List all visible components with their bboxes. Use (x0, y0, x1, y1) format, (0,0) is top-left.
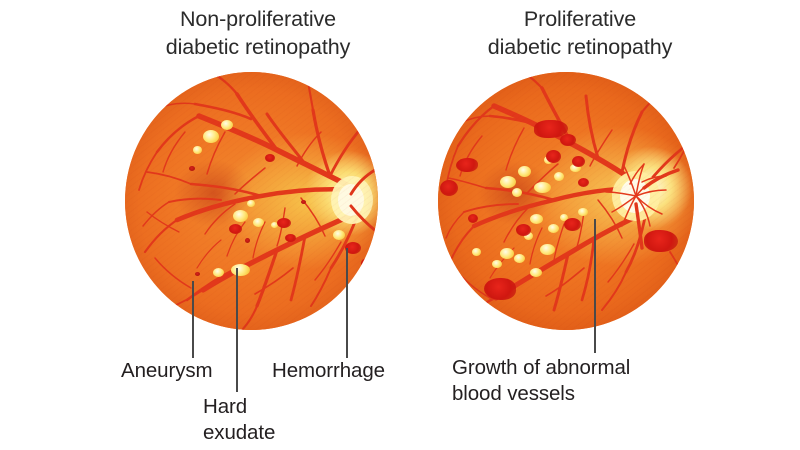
hemorrhage-blot (285, 234, 296, 242)
pointer-line-neovascular (594, 219, 596, 353)
hard-exudate-spot (253, 218, 264, 227)
hemorrhage-blot (361, 258, 374, 269)
hard-exudate-spot (492, 260, 502, 268)
hemorrhage-blot (456, 158, 478, 172)
hemorrhage-blot (277, 218, 291, 228)
hard-exudate-spot (500, 248, 514, 259)
hard-exudate-spot (271, 222, 278, 228)
hemorrhage-blot (534, 120, 568, 138)
hard-exudate-spot (472, 248, 481, 256)
hard-exudate-spot (554, 172, 564, 181)
microaneurysm-dot (189, 166, 195, 171)
hemorrhage-blot (345, 242, 361, 254)
callout-label-hemorrhage: Hemorrhage (272, 359, 385, 382)
hemorrhage-blot (265, 154, 275, 162)
hard-exudate-spot (534, 182, 551, 193)
hard-exudate-spot (213, 268, 224, 277)
hemorrhage-blot (468, 214, 478, 223)
hard-exudate-spot (333, 230, 345, 240)
hemorrhage-blot (572, 156, 585, 167)
pointer-line-aneurysm (192, 281, 194, 358)
hard-exudate-spot (524, 232, 533, 240)
hemorrhage-blot (546, 150, 561, 163)
pointer-line-hemorrhage (346, 248, 348, 358)
microaneurysm-dot (301, 200, 306, 204)
hard-exudate-spot (560, 214, 568, 221)
hard-exudate-spot (570, 164, 581, 172)
hard-exudate-spot (530, 268, 542, 277)
hard-exudate-spot (193, 146, 202, 154)
hemorrhage-blot (229, 224, 242, 234)
hard-exudate-spot (221, 120, 233, 130)
hard-exudate-spot (514, 254, 525, 263)
pointer-line-hard-exudate (236, 268, 238, 392)
hemorrhage-blot (578, 178, 589, 187)
retina-image-non-proliferative (125, 72, 378, 330)
hard-exudate-spot (530, 214, 543, 224)
hard-exudate-spot (540, 244, 555, 255)
microaneurysm-dot (245, 238, 250, 243)
hemorrhage-blot (440, 180, 458, 196)
vessel-tree-right (438, 72, 694, 330)
retina-texture-right (438, 72, 694, 330)
hard-exudate-spot (233, 210, 248, 222)
vessel-tree-left (125, 72, 378, 330)
hard-exudate-spot (247, 200, 255, 207)
microaneurysm-dot (195, 272, 200, 276)
hemorrhage-blot (560, 134, 576, 146)
retina-vignette-left (125, 72, 378, 330)
hard-exudate-spot (518, 166, 531, 177)
hard-exudate-spot (578, 208, 588, 216)
retina-image-proliferative (438, 72, 694, 330)
panel-title-non-proliferative: Non-proliferative diabetic retinopathy (165, 7, 351, 59)
hard-exudate-spot (512, 188, 522, 197)
hard-exudate-spot (203, 130, 219, 143)
callout-label-aneurysm: Aneurysm (121, 359, 213, 382)
callout-label-neovascular: Growth of abnormal blood vessels (452, 356, 631, 405)
panel-title-proliferative: Proliferative diabetic retinopathy (487, 7, 673, 59)
hemorrhage-blot (516, 224, 531, 236)
hard-exudate-spot (548, 224, 559, 233)
hemorrhage-blot (644, 230, 678, 252)
hard-exudate-spot (231, 264, 250, 276)
hemorrhage-blot (564, 218, 581, 231)
retina-vignette-right (438, 72, 694, 330)
hemorrhage-blot (484, 278, 516, 300)
hard-exudate-spot (500, 176, 516, 188)
callout-label-hard-exudate: Hard exudate (203, 395, 276, 444)
